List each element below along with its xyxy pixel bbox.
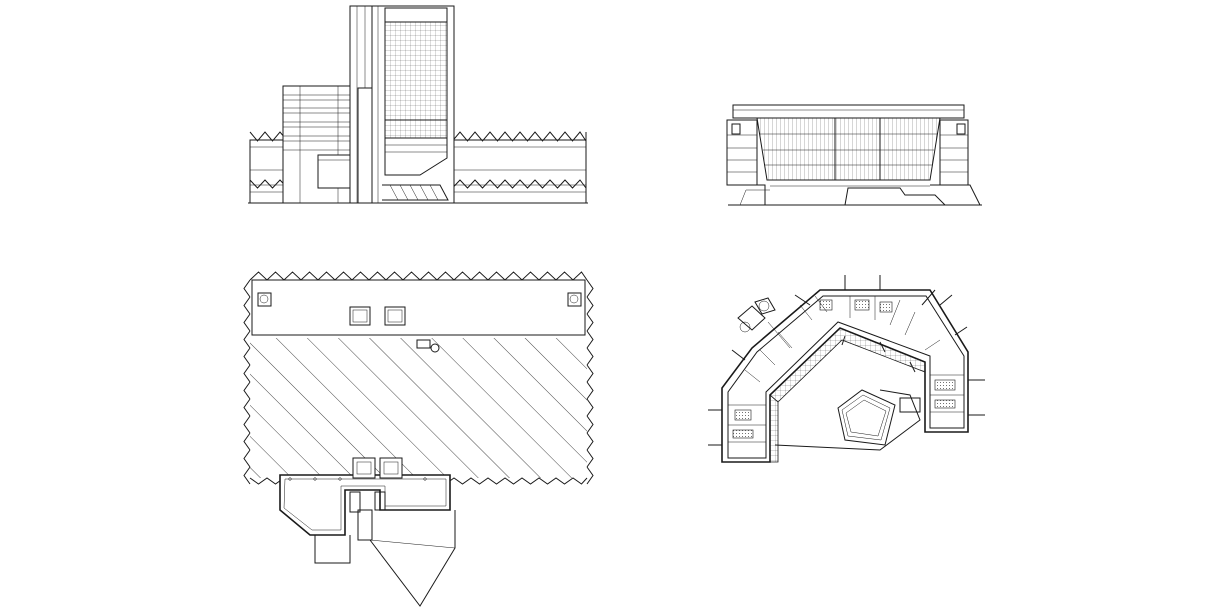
floor-plan-right <box>708 275 985 463</box>
elevation-drawing-left <box>248 5 588 204</box>
elevation-drawing-right <box>726 104 982 206</box>
site-plan-left <box>243 271 594 607</box>
